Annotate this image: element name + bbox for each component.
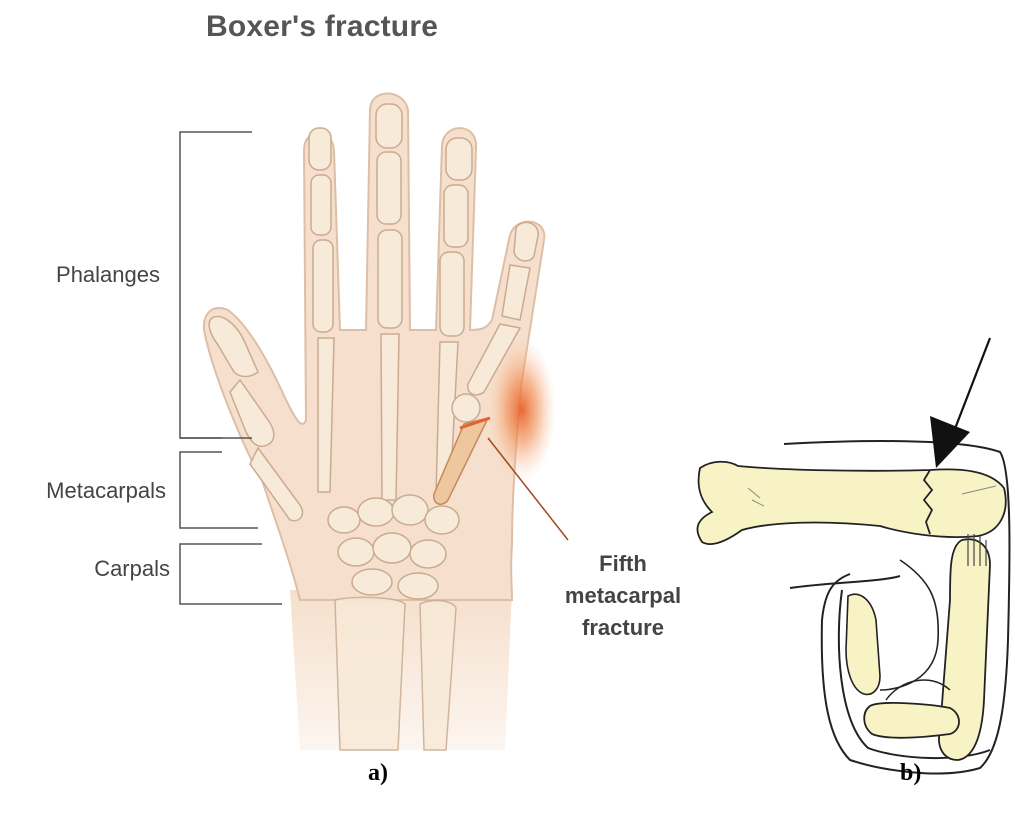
hand-illustration <box>204 94 556 751</box>
metacarpal-bone <box>697 462 1005 544</box>
fracture-label-line2: metacarpal <box>558 580 688 612</box>
middle-phalanx <box>864 703 959 738</box>
forearm-bones <box>335 597 456 750</box>
panel-a-label: a) <box>368 760 388 787</box>
schematic-diagram <box>697 338 1009 773</box>
force-arrow-head <box>930 416 970 468</box>
distal-phalanx <box>846 594 880 694</box>
phalanges-label: Phalanges <box>30 262 160 288</box>
fracture-label: Fifth metacarpal fracture <box>558 548 688 644</box>
metacarpals-bracket <box>180 452 258 528</box>
carpals-bracket <box>180 544 282 604</box>
fracture-label-line3: fracture <box>558 612 688 644</box>
fracture-label-line1: Fifth <box>558 548 688 580</box>
panel-b-label: b) <box>900 760 921 787</box>
carpals-label: Carpals <box>40 556 170 582</box>
metacarpals-label: Metacarpals <box>10 478 166 504</box>
